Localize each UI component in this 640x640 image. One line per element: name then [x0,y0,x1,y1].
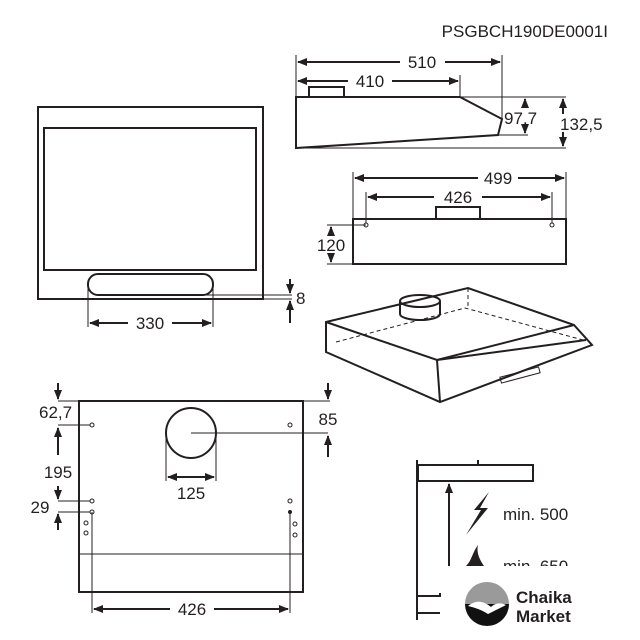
dim-hole-vertical-spacing: 195 [44,463,72,482]
dim-front-height: 97,7 [504,109,537,128]
dim-total-depth: 510 [408,53,436,72]
dim-top-depth: 410 [356,72,384,91]
side-view: 510 410 97,7 132,5 [295,53,603,150]
gas-min-distance: min. 650 [503,557,568,576]
dim-hole-height: 120 [317,236,345,255]
logo-line1: Chaika [516,588,572,607]
front-view: 499 426 120 [317,169,567,265]
dim-hole-spacing-bottom: 426 [178,600,206,619]
dim-duct-offset: 85 [319,410,338,429]
document-code: PSGBCH190DE0001I [442,22,608,41]
installation-view: min. 500 min. 650 [416,460,568,620]
mounting-holes [83,422,298,538]
panel-view: 8 330 [37,106,305,333]
bottom-view: 125 62,7 85 195 29 426 [31,383,338,619]
dim-total-height: 132,5 [560,115,603,134]
dim-width: 499 [484,169,512,188]
dim-gap: 8 [296,289,305,308]
electric-icon [466,492,489,535]
isometric-view [325,286,594,404]
dim-filter-width: 330 [136,314,164,333]
dim-hole-small-spacing: 29 [31,498,50,517]
dim-hole-offset-top: 62,7 [39,403,72,422]
logo-line2: Market [516,607,571,626]
dim-hole-spacing: 426 [444,188,472,207]
chaika-market-logo: Chaika Market [465,582,572,626]
electric-min-distance: min. 500 [503,505,568,524]
dim-duct-diameter: 125 [177,484,205,503]
gas-flame-icon [466,545,484,566]
